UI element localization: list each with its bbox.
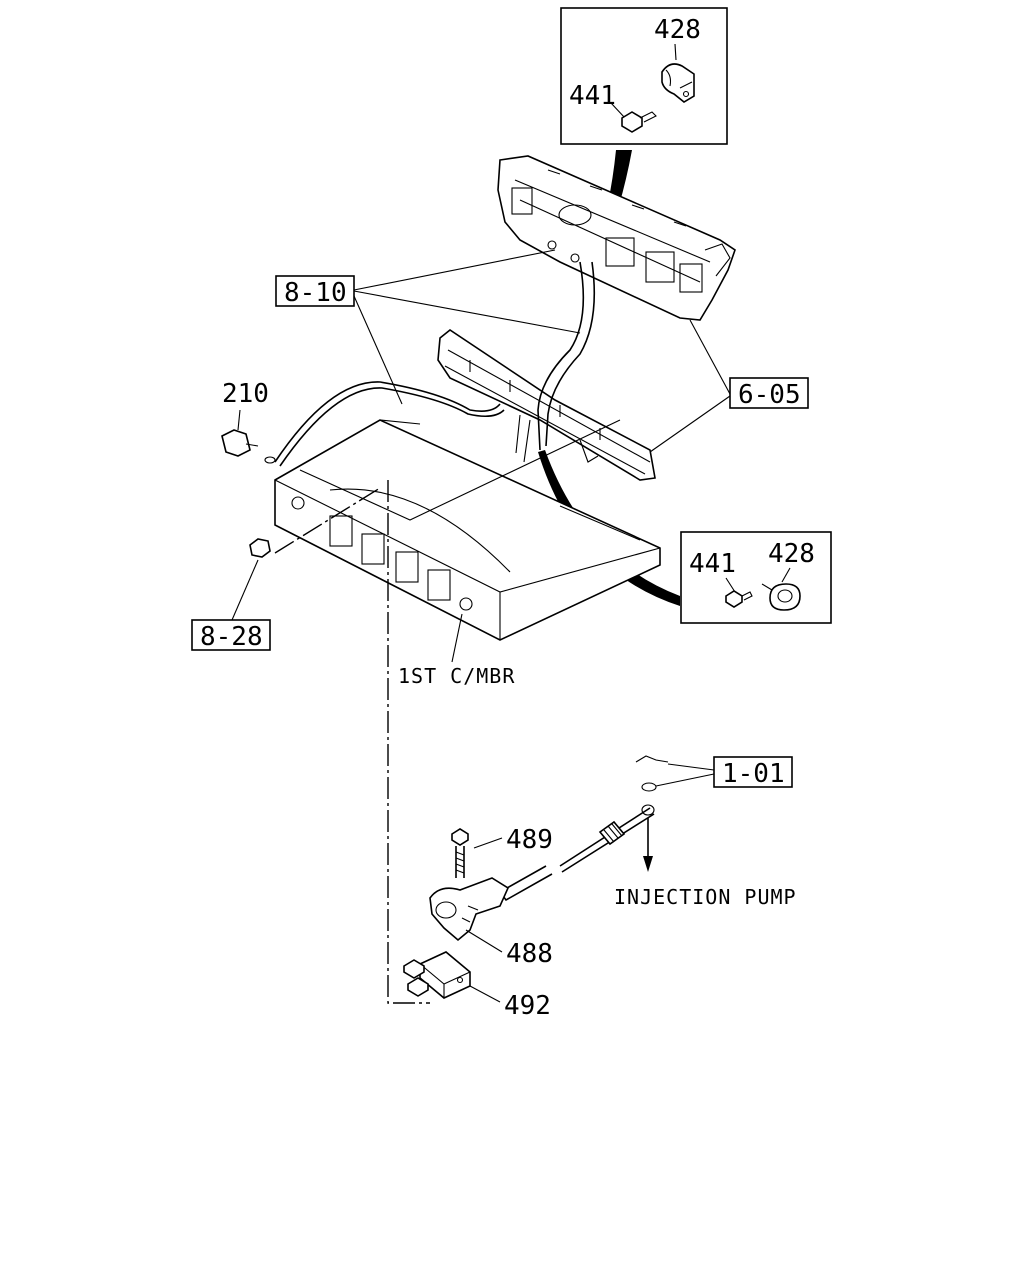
control-cable bbox=[498, 804, 655, 902]
bracket-492: 492 bbox=[403, 951, 551, 1021]
guide-line-vertical bbox=[387, 480, 430, 1004]
bolt-441-right-icon bbox=[725, 590, 753, 608]
first-crossmember-label: 1ST C/MBR bbox=[398, 664, 515, 688]
clip-428-right-icon bbox=[761, 583, 801, 611]
ref-1-01: 1-01 bbox=[635, 755, 793, 792]
cable-to-210 bbox=[274, 381, 501, 463]
inset-right-leader bbox=[538, 450, 680, 606]
injection-pump-label: INJECTION PUMP bbox=[614, 885, 797, 909]
ref-6-05-label: 6-05 bbox=[738, 380, 801, 410]
part-488-label: 488 bbox=[506, 939, 553, 969]
ref-8-10: 8-10 bbox=[275, 249, 581, 405]
lever-488: 488 bbox=[429, 877, 553, 969]
guide-line-horizontal bbox=[274, 487, 381, 554]
inset-right: 441 428 bbox=[680, 531, 832, 624]
bolt-489: 489 bbox=[451, 825, 553, 878]
inset-right-label-428: 428 bbox=[768, 539, 815, 569]
ref-1-01-label: 1-01 bbox=[722, 759, 785, 789]
bolt-441-icon bbox=[621, 111, 657, 133]
inset-top: 428 441 bbox=[560, 7, 728, 145]
ref-6-05: 6-05 bbox=[649, 319, 809, 453]
ref-8-10-label: 8-10 bbox=[284, 278, 347, 308]
clip-428-icon bbox=[661, 63, 695, 103]
inset-right-label-441: 441 bbox=[689, 549, 736, 579]
ref-8-28-label: 8-28 bbox=[200, 622, 263, 652]
harness-wire bbox=[537, 261, 585, 451]
radiator-support-panel bbox=[497, 155, 736, 321]
first-crossmember bbox=[274, 419, 661, 641]
bolt-210: 210 bbox=[221, 379, 276, 464]
ref-8-28: 8-28 bbox=[191, 538, 271, 652]
part-489-label: 489 bbox=[506, 825, 553, 855]
part-210-label: 210 bbox=[222, 379, 269, 409]
inset-top-label-428: 428 bbox=[654, 15, 701, 45]
inset-top-label-441: 441 bbox=[569, 81, 616, 111]
part-492-label: 492 bbox=[504, 991, 551, 1021]
